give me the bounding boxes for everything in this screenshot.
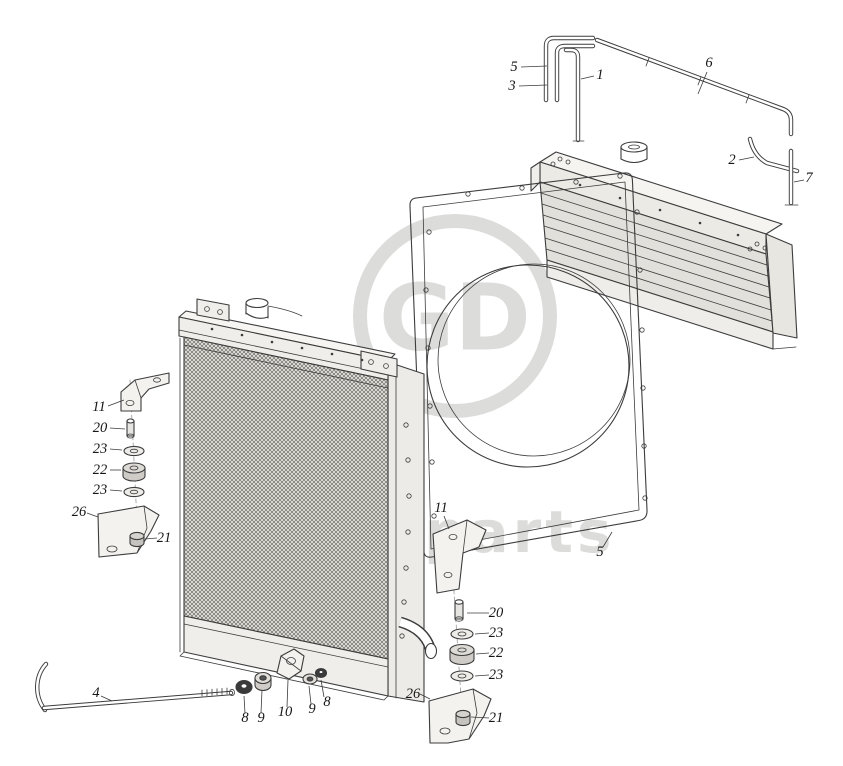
nut-21-right (455, 709, 471, 727)
side-frame-holes (399, 422, 412, 639)
core-left-end-cap (530, 161, 541, 192)
core-slats (540, 192, 773, 322)
label-20-left: 20 (93, 420, 108, 436)
radiator (178, 297, 438, 703)
radiator-core-assembly (530, 141, 798, 350)
bushing-9-left (254, 671, 272, 691)
shroud-outline (409, 172, 648, 558)
label-26-left: 26 (72, 504, 87, 520)
label-23b-left: 23 (93, 482, 108, 498)
pipe-1 (563, 47, 581, 143)
pipe-6 (594, 37, 794, 137)
fan-opening-inner (437, 263, 631, 457)
label-23a-left: 23 (93, 441, 108, 457)
callout-labels: 5 3 1 6 2 7 11 20 23 22 23 26 21 11 5 20… (72, 55, 814, 726)
core-corner-holes (550, 156, 768, 252)
radiator-filler-neck (245, 297, 303, 319)
watermark-logo: GD (379, 265, 531, 372)
core-right-end-tank (765, 233, 798, 339)
pipes-group (543, 35, 800, 206)
fan-opening-outer (426, 264, 630, 468)
label-23a-right: 23 (489, 625, 504, 641)
rod-tip (229, 688, 235, 697)
label-10: 10 (278, 704, 293, 720)
pipe-3 (554, 43, 596, 103)
label-20-right: 20 (489, 605, 504, 621)
label-5-pipe: 5 (510, 59, 517, 75)
washer-23-right-upper (450, 628, 474, 640)
label-5-shroud: 5 (596, 544, 603, 560)
label-26-right: 26 (406, 686, 421, 702)
shroud-inner-edge (422, 181, 640, 550)
radiator-mesh-core (183, 336, 389, 660)
label-1-pipe: 1 (596, 67, 603, 83)
core-filler-neck (620, 141, 648, 164)
rod-thread (201, 687, 228, 697)
label-23b-right: 23 (489, 667, 504, 683)
core-bottom-lip (772, 346, 797, 350)
label-21-right: 21 (489, 710, 504, 726)
right-mount-stack (428, 519, 492, 744)
label-11-left: 11 (92, 399, 105, 415)
top-mount-plates (196, 298, 398, 378)
washer-23-left-upper (123, 445, 145, 457)
washer-23-right-lower (450, 670, 474, 682)
outlet-pipe (398, 616, 438, 660)
label-22-left: 22 (93, 462, 108, 478)
core-band-bolts (578, 183, 740, 237)
label-21-left: 21 (157, 530, 172, 546)
left-mount-stack (97, 372, 170, 558)
pipe-details (572, 57, 799, 206)
bracket-11-left (120, 372, 170, 412)
fan-shroud (409, 172, 648, 558)
label-3-pipe: 3 (507, 78, 515, 94)
label-7-pipe: 7 (805, 170, 813, 186)
tank-bolts (210, 327, 364, 362)
label-9-left: 9 (257, 710, 265, 726)
tie-rod (35, 661, 235, 713)
label-9-right: 9 (308, 701, 316, 717)
leader-lines (86, 65, 805, 719)
washer-23-left-lower (123, 486, 145, 498)
spacer-20-left (126, 418, 135, 439)
bracket-26-left (97, 505, 160, 558)
bushing-22-left (122, 462, 146, 482)
washer-8-left (235, 679, 253, 695)
label-2-pipe: 2 (728, 152, 735, 168)
label-11-center: 11 (434, 500, 447, 516)
spacer-20-right (454, 599, 464, 622)
label-22-right: 22 (489, 645, 504, 661)
bracket-11-right (432, 519, 487, 594)
label-4-rod: 4 (92, 685, 99, 701)
watermark-ring (353, 214, 557, 418)
washer-9-right (302, 673, 318, 685)
small-parts (235, 648, 328, 695)
label-8-left: 8 (241, 710, 249, 726)
nut-21-left (129, 531, 145, 548)
label-8-right: 8 (323, 694, 331, 710)
shroud-bolt-holes (423, 173, 648, 519)
washer-8-right (314, 667, 328, 679)
bracket-10 (276, 648, 305, 680)
label-6-pipe: 6 (705, 55, 713, 71)
bushing-22-right (449, 643, 475, 666)
